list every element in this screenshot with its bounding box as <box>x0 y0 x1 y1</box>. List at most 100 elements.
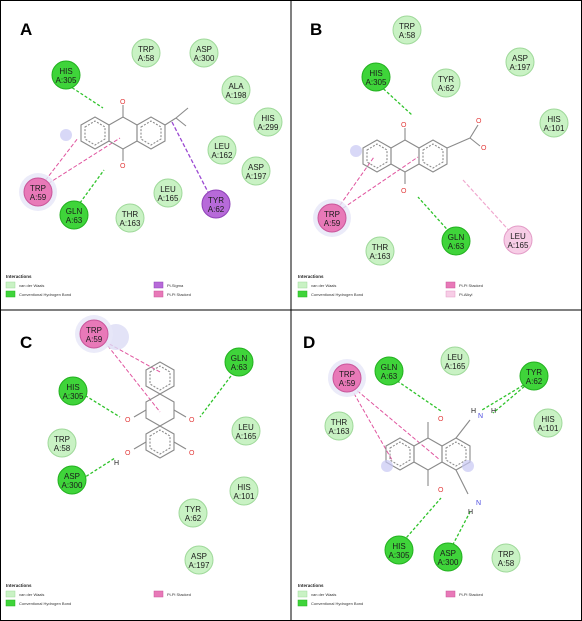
hbond-line <box>67 84 104 109</box>
residue-disc <box>207 135 237 165</box>
residue-number: A:165 <box>236 432 257 441</box>
residue-disc <box>384 535 414 565</box>
pi-ring-halo <box>60 129 72 141</box>
legend-label: Conventional Hydrogen Bond <box>311 601 363 606</box>
residue-disc <box>57 465 87 495</box>
residue-name: ASP <box>512 54 528 63</box>
nitrogen-atom: N <box>476 500 481 507</box>
residue-number: A:59 <box>30 193 47 202</box>
residue-name: THR <box>331 418 348 427</box>
pipi-line <box>103 340 161 413</box>
residue-disc <box>221 75 251 105</box>
hbond-line <box>375 81 413 116</box>
residue-number: A:162 <box>212 151 233 160</box>
residue-number: A:63 <box>66 216 83 225</box>
legend-label: van der Waals <box>19 283 44 288</box>
residue-name: HIS <box>541 415 554 424</box>
panel-letter: D <box>303 333 315 352</box>
residue-name: HIS <box>369 69 382 78</box>
residue-disc <box>231 416 261 446</box>
residue-disc <box>23 177 53 207</box>
legend-swatch <box>5 599 16 607</box>
legend-title: Interactions <box>6 583 32 588</box>
residue-disc <box>440 346 470 376</box>
residue-disc <box>324 411 354 441</box>
residue-name: GLN <box>448 233 465 242</box>
residue-name: TRP <box>324 210 340 219</box>
interaction-lines <box>80 340 241 480</box>
residue-disc <box>503 225 533 255</box>
legend-swatch <box>153 290 164 298</box>
residue-name: HIS <box>66 383 79 392</box>
hbond-line <box>399 497 442 546</box>
residue-disc <box>224 347 254 377</box>
residue-number: A:58 <box>54 444 71 453</box>
pipi-line <box>347 382 441 461</box>
residue-name: LEU <box>238 423 254 432</box>
residue-name: TYR <box>208 196 224 205</box>
residue-name: ALA <box>228 82 244 91</box>
residue-disc <box>361 62 391 92</box>
residue-name: LEU <box>214 142 230 151</box>
residue-name: TYR <box>438 75 454 84</box>
residue-number: A:305 <box>63 392 84 401</box>
residue-disc <box>79 319 109 349</box>
residue-disc <box>392 15 422 45</box>
residue-number: A:305 <box>366 78 387 87</box>
pipi-line <box>332 156 419 216</box>
residue-name: TRP <box>498 550 514 559</box>
legend-swatch <box>297 590 308 598</box>
residue-disc <box>533 408 563 438</box>
legend-swatch <box>445 290 456 298</box>
residue-number: A:62 <box>526 377 543 386</box>
pipi-line <box>37 137 79 191</box>
residue-number: A:198 <box>226 91 247 100</box>
residue-disc <box>431 68 461 98</box>
residue-number: A:58 <box>498 559 515 568</box>
legend-swatch <box>297 281 308 289</box>
residue-name: HIS <box>237 483 250 492</box>
oxygen-atom: O <box>120 99 126 106</box>
residue-name: GLN <box>381 363 398 372</box>
hbond-line <box>80 392 121 418</box>
residue-disc <box>47 428 77 458</box>
residue-number: A:299 <box>258 123 279 132</box>
residue-number: A:62 <box>438 84 455 93</box>
hydrogen-atom: H <box>471 408 476 415</box>
residue-number: A:59 <box>339 379 356 388</box>
residue-number: A:305 <box>389 551 410 560</box>
pipi-line <box>347 382 393 461</box>
residue-number: A:197 <box>510 63 531 72</box>
oxygen-atom: O <box>125 450 131 457</box>
residue-disc <box>374 356 404 386</box>
residue-disc <box>153 178 183 208</box>
residue-disc <box>433 542 463 572</box>
nitrogen-atom: N <box>478 413 483 420</box>
residue-disc <box>184 545 214 575</box>
residue-name: GLN <box>66 207 83 216</box>
residue-name: TRP <box>54 435 70 444</box>
residue-number: A:63 <box>381 372 398 381</box>
panel-letter: C <box>20 333 32 352</box>
residue-number: A:165 <box>158 194 179 203</box>
